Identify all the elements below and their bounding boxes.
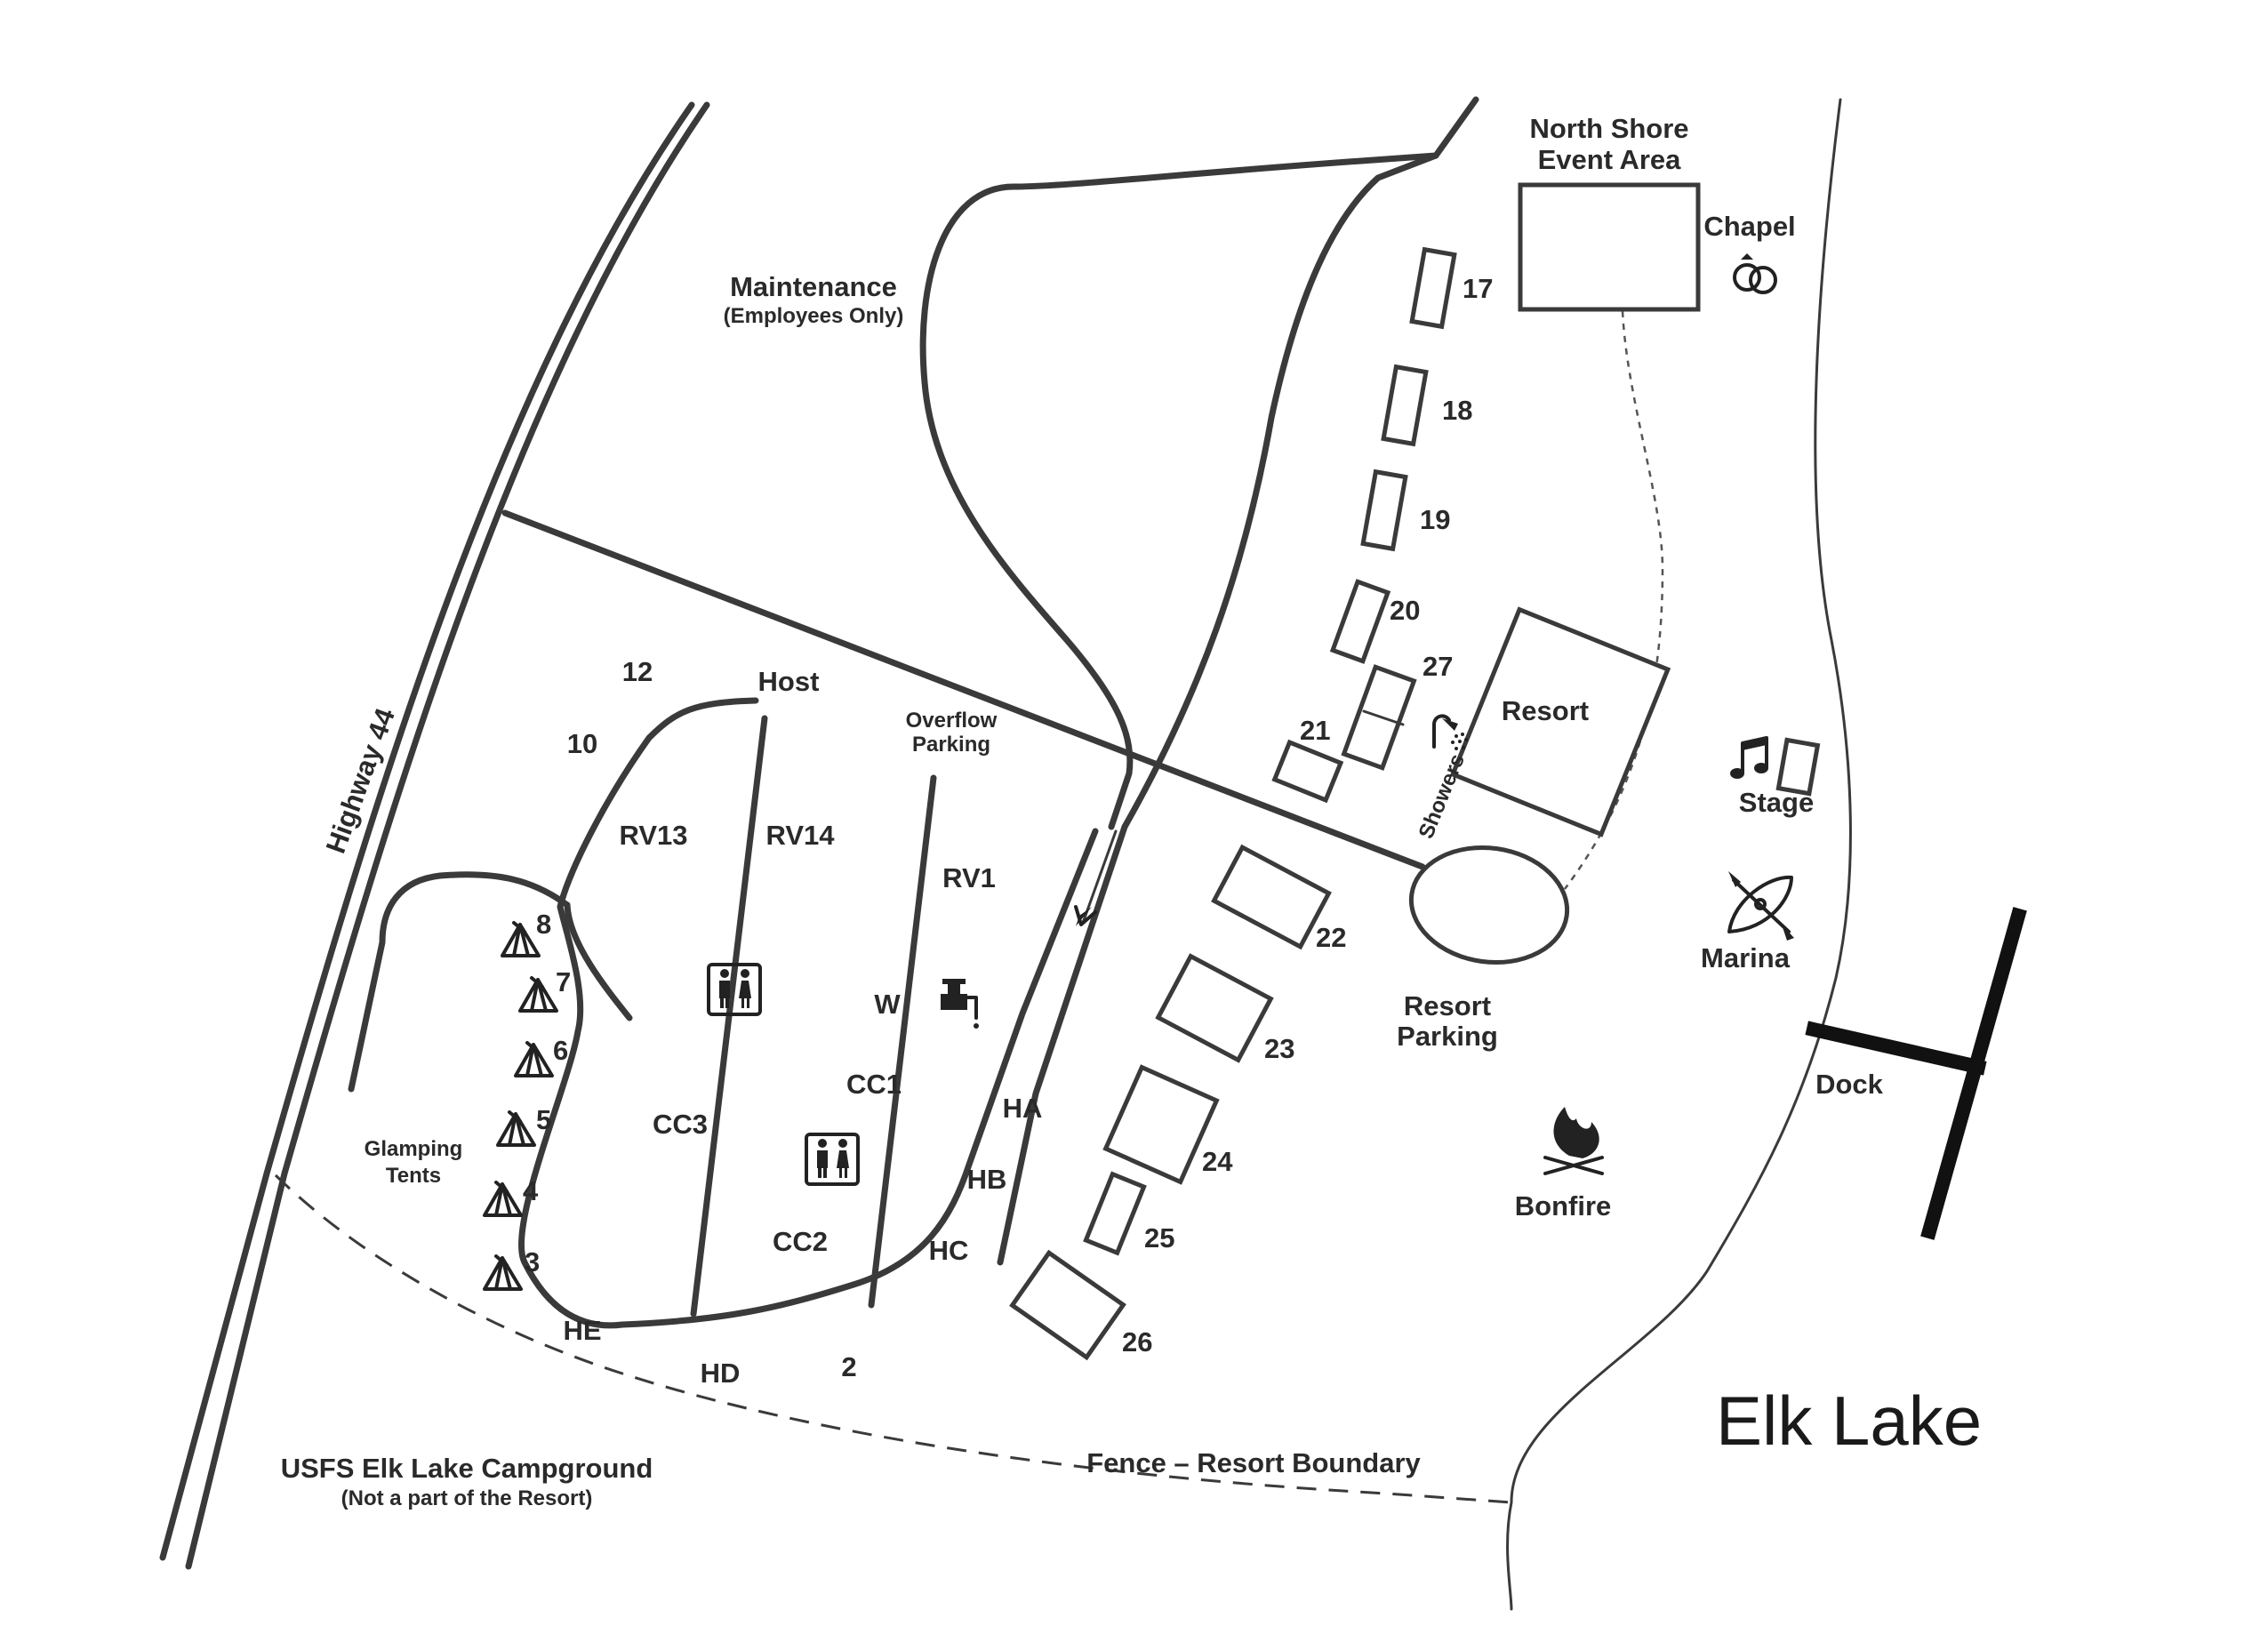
- tent-label-5: 5: [536, 1104, 551, 1135]
- main-road: [997, 96, 1479, 1266]
- resort-parking-lot: [1408, 845, 1570, 965]
- site-cc1: CC1: [846, 1069, 902, 1100]
- site-host: Host: [758, 666, 820, 697]
- cabin-label-23: 23: [1264, 1033, 1294, 1064]
- shower-icon: [1432, 714, 1468, 750]
- resort-parking-label-1: Resort: [1404, 990, 1491, 1021]
- site-hd: HD: [701, 1358, 741, 1389]
- stage-structure: [1775, 737, 1821, 797]
- tent-label-8: 8: [536, 909, 551, 940]
- maintenance-road: [919, 152, 1439, 830]
- water-spigot-icon: [941, 979, 979, 1029]
- north-shore-event-area: [1518, 182, 1701, 312]
- dock-label: Dock: [1815, 1069, 1884, 1100]
- cabin-23: [1155, 953, 1274, 1063]
- cabin-label-20: 20: [1390, 595, 1420, 626]
- cabin-label-18: 18: [1442, 395, 1472, 426]
- campground-loop-road: [517, 697, 1099, 1329]
- site-cc2: CC2: [773, 1226, 828, 1257]
- site-2: 2: [841, 1351, 856, 1382]
- restroom-icon: [707, 963, 762, 1016]
- site-w: W: [874, 989, 901, 1020]
- usfs-note: (Not a part of the Resort): [341, 1486, 593, 1510]
- site-ha: HA: [1003, 1093, 1043, 1124]
- overflow-parking-label-1: Overflow: [906, 709, 998, 733]
- cabin-17: [1409, 246, 1457, 330]
- cabin-label-24: 24: [1202, 1146, 1233, 1177]
- loop-west-edge: [564, 901, 633, 1021]
- cabin-19: [1360, 469, 1408, 552]
- marina-label: Marina: [1701, 942, 1791, 973]
- tent-label-6: 6: [553, 1035, 568, 1066]
- cabin-24: [1102, 1064, 1220, 1185]
- cabin-21: [1271, 739, 1344, 804]
- north-shore-label-1: North Shore: [1529, 113, 1688, 144]
- cabin-18: [1381, 364, 1429, 447]
- site-rv13: RV13: [620, 820, 688, 851]
- cabin-label-21: 21: [1300, 715, 1330, 746]
- resort-building: [1449, 606, 1671, 837]
- cabin-25: [1083, 1171, 1147, 1256]
- rings-icon: [1733, 253, 1777, 294]
- site-10: 10: [567, 728, 597, 759]
- kayak-icon: [1727, 871, 1794, 941]
- cabin-label-26: 26: [1122, 1326, 1152, 1358]
- site-hc: HC: [929, 1235, 969, 1266]
- highway-line-right: [185, 101, 710, 1570]
- resort-parking-label-2: Parking: [1397, 1021, 1498, 1052]
- fence-label: Fence – Resort Boundary: [1086, 1447, 1421, 1478]
- music-note-icon: [1730, 736, 1768, 779]
- cabin-label-25: 25: [1144, 1222, 1174, 1254]
- bonfire-label: Bonfire: [1515, 1190, 1612, 1221]
- cabin-label-22: 22: [1316, 922, 1346, 953]
- map-title: Elk Lake: [1716, 1382, 1982, 1460]
- cabin-label-27: 27: [1423, 651, 1453, 682]
- site-cc3: CC3: [653, 1109, 708, 1140]
- highway-line-left: [159, 101, 695, 1561]
- lake-shoreline: [1506, 98, 1852, 1611]
- cabin-label-19: 19: [1420, 504, 1450, 535]
- chapel-label: Chapel: [1703, 211, 1795, 242]
- campfire-icon: [1543, 1107, 1604, 1175]
- tent-icon: [518, 976, 558, 1013]
- cabin-27-divider: [1362, 709, 1405, 726]
- tent-label-4: 4: [523, 1175, 539, 1206]
- maintenance-label: Maintenance: [730, 271, 897, 302]
- stage-label: Stage: [1739, 787, 1814, 818]
- site-rv1: RV1: [942, 862, 996, 893]
- resort-connector-road: [501, 509, 1426, 870]
- cabin-22: [1211, 844, 1332, 950]
- tent-icon: [514, 1041, 554, 1077]
- site-hb: HB: [967, 1164, 1007, 1195]
- tent-label-7: 7: [556, 966, 571, 997]
- glamping-label-1: Glamping: [365, 1137, 463, 1161]
- maintenance-note: (Employees Only): [724, 304, 904, 328]
- walking-path: [1563, 310, 1664, 890]
- resort-label: Resort: [1502, 695, 1589, 726]
- tent-icon: [483, 1181, 523, 1217]
- tent-icon: [483, 1254, 523, 1291]
- loop-divider-2: [868, 774, 937, 1309]
- tent-label-3: 3: [525, 1246, 540, 1278]
- glamping-label-2: Tents: [386, 1164, 441, 1188]
- overflow-parking-label-2: Parking: [912, 733, 990, 757]
- showers-label: Showers: [1414, 750, 1471, 842]
- cabin-label-17: 17: [1463, 273, 1493, 304]
- cabin-20: [1329, 579, 1391, 664]
- one-way-arrow: [1074, 829, 1118, 926]
- glamping-road: [348, 871, 571, 1093]
- usfs-label: USFS Elk Lake Campground: [281, 1453, 653, 1484]
- tent-icon: [496, 1110, 536, 1147]
- highway-label: Highway 44: [320, 703, 401, 857]
- north-shore-label-2: Event Area: [1538, 144, 1682, 175]
- dock: [1805, 907, 2027, 1240]
- site-he: HE: [563, 1315, 601, 1346]
- tent-icon: [501, 921, 541, 957]
- restroom-icon: [805, 1133, 860, 1186]
- site-12: 12: [622, 656, 653, 687]
- site-rv14: RV14: [766, 820, 836, 851]
- cabin-26: [1009, 1249, 1126, 1361]
